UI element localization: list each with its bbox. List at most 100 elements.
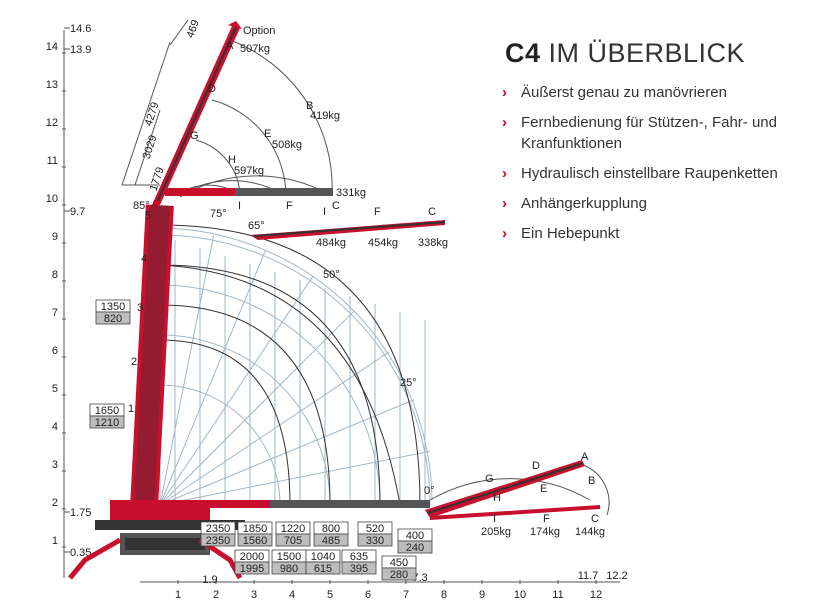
- boom-point-low: F: [543, 513, 550, 525]
- y-extra-label: 14.6: [70, 23, 91, 35]
- capacity-top: 2350: [206, 523, 230, 535]
- y-tick-label: 12: [46, 117, 58, 129]
- load-curve: [159, 264, 401, 506]
- x-tick-label: 2: [213, 589, 219, 601]
- load-curve: [159, 264, 381, 506]
- load-label-low: 205kg: [481, 526, 511, 538]
- x-tick-label: 1: [175, 589, 181, 601]
- x-tick-label: 5: [327, 589, 333, 601]
- feature-item: ›Anhängerkupplung: [502, 195, 647, 212]
- chevron-right-icon: ›: [502, 165, 507, 182]
- range-ray: [159, 310, 355, 506]
- x-tick-label: 9: [479, 589, 485, 601]
- capacity-top: 1040: [311, 551, 335, 563]
- load-label-upper: 597kg: [234, 165, 264, 177]
- capacity-top: 2000: [240, 551, 264, 563]
- load-label-mid: 338kg: [418, 237, 448, 249]
- capacity-top: 450: [390, 557, 408, 569]
- range-ray: [159, 450, 430, 506]
- boom-point-upper: C: [332, 200, 340, 212]
- y-tick-label: 3: [52, 459, 58, 471]
- chevron-right-icon: ›: [502, 114, 507, 131]
- range-ray: [159, 276, 314, 506]
- capacity-top: 635: [350, 551, 368, 563]
- ground-boom: [160, 500, 430, 508]
- x-extra-label: 11.7: [578, 570, 599, 582]
- capacity-bottom: 1560: [243, 535, 267, 547]
- capacity-top: 1350: [101, 301, 125, 313]
- feature-list: ›Äußerst genau zu manövrieren ›Fernbedie…: [500, 82, 820, 253]
- load-label-mid: 484kg: [316, 237, 346, 249]
- range-arc-outer: [159, 227, 433, 501]
- boom-point-mid: I: [323, 206, 326, 218]
- capacity-bottom: 395: [350, 563, 368, 575]
- capacity-top: 400: [406, 530, 424, 542]
- boom-point-upper: B: [306, 100, 313, 112]
- boom-section-label: 1: [128, 403, 134, 415]
- y-extra-label: 0.35: [70, 547, 91, 559]
- boom-section-label: 4: [141, 253, 147, 265]
- capacity-bottom: 2350: [206, 535, 230, 547]
- load-curve: [159, 224, 421, 506]
- pivot-dot: [153, 200, 159, 206]
- x-extra-label: 12.2: [606, 570, 627, 582]
- boom-point-upper: F: [286, 200, 293, 212]
- y-tick-label: 8: [52, 269, 58, 281]
- x-tick-label: 12: [590, 589, 602, 601]
- capacity-top: 520: [366, 523, 384, 535]
- angle-label: 0°: [424, 485, 435, 497]
- x-tick-label: 10: [514, 589, 526, 601]
- angle-label: 25°: [400, 377, 417, 389]
- capacity-bottom: 240: [406, 542, 424, 554]
- feature-item: ›Ein Hebepunkt: [502, 225, 620, 242]
- x-tick-label: 8: [441, 589, 447, 601]
- boom-point-upper: I: [238, 200, 241, 212]
- capacity-bottom: 485: [322, 535, 340, 547]
- dimension-label: 3029: [141, 134, 160, 161]
- y-extra-label: 1.75: [70, 507, 91, 519]
- capacity-top: 1850: [243, 523, 267, 535]
- capacity-bottom: 980: [280, 563, 298, 575]
- range-ray: [159, 235, 215, 506]
- capacity-bottom: 615: [314, 563, 332, 575]
- hook-icon: [228, 21, 242, 29]
- working-range-grid: [159, 227, 433, 506]
- capacity-bottom: 820: [104, 313, 122, 325]
- capacity-bottom: 705: [284, 535, 302, 547]
- boom-section-label: 2: [131, 356, 137, 368]
- y-tick-label: 14: [46, 41, 58, 53]
- capacity-bottom: 280: [390, 569, 408, 581]
- capacity-top: 1650: [95, 405, 119, 417]
- feature-item: ›Äußerst genau zu manövrieren: [502, 84, 727, 101]
- boom-point-low: C: [591, 513, 599, 525]
- boom-point-upper: D: [208, 83, 216, 95]
- load-label-low: 144kg: [575, 526, 605, 538]
- range-ray: [159, 250, 266, 506]
- boom-section-label: 3: [137, 302, 143, 314]
- boom-point-upper: H: [228, 154, 236, 166]
- y-tick-label: 10: [46, 193, 58, 205]
- y-extra-label: 9.7: [70, 206, 85, 218]
- load-label-mid: 454kg: [368, 237, 398, 249]
- load-label-upper: 331kg: [336, 187, 366, 199]
- y-tick-label: 9: [52, 231, 58, 243]
- page-title: C4 IM ÜBERBLICK: [505, 38, 746, 68]
- y-tick-label: 11: [47, 155, 58, 167]
- boom-point-low: B: [588, 475, 595, 487]
- load-label-upper: 508kg: [272, 139, 302, 151]
- crane-boom: [68, 21, 601, 580]
- boom-point-low: A: [581, 451, 589, 463]
- range-ray: [159, 351, 389, 506]
- capacity-top: 1220: [281, 523, 305, 535]
- chevron-right-icon: ›: [502, 195, 507, 212]
- angle-label: 50°: [323, 269, 340, 281]
- y-tick-label: 4: [52, 421, 58, 433]
